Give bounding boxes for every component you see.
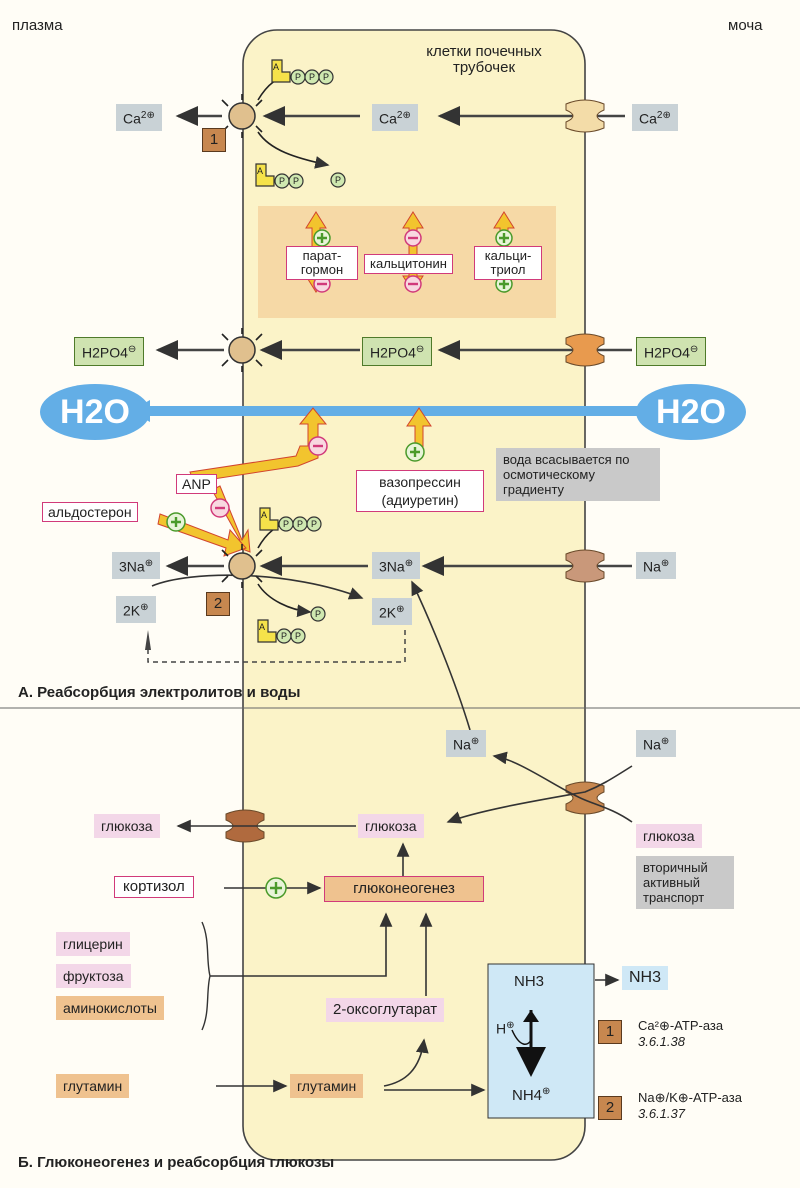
gluconeogenesis-box: глюконеогенез <box>324 876 484 902</box>
section-a-title: А. Реабсорбция электролитов и воды <box>18 684 301 701</box>
phosphate-cell: H2PO4⊖ <box>362 337 433 366</box>
section-b-title: Б. Глюконеогенез и реабсорбция глюкозы <box>18 1154 335 1171</box>
plasma-label: плазма <box>12 17 63 34</box>
adp-arrow-2 <box>257 583 312 618</box>
svg-text:P: P <box>323 72 329 82</box>
svg-text:P: P <box>335 175 341 185</box>
na-urine-b: Na⊕ <box>636 730 677 757</box>
proton: H⊕ <box>496 1020 515 1037</box>
water-urine: H2O <box>636 384 746 440</box>
calcitonin-label: кальцитонин <box>364 254 453 274</box>
glutamine-plasma: глутамин <box>56 1074 130 1098</box>
glucose-plasma: глюкоза <box>94 814 160 838</box>
glutamine-cell: глутамин <box>290 1074 364 1098</box>
na-plasma: 3Na⊕ <box>112 552 161 579</box>
svg-text:P: P <box>283 519 289 529</box>
cortisol-label: кортизол <box>114 876 194 898</box>
atp-glyphs <box>255 59 346 644</box>
legend-item-2: Na⊕/K⊕-ATP-аза 3.6.1.37 <box>638 1090 742 1121</box>
nh4-in-cell: NH4⊕ <box>512 1086 551 1104</box>
ca-cell: Ca2⊕ <box>372 104 418 131</box>
secondary-transport-note: вторичный активный транспорт <box>636 856 734 909</box>
svg-text:P: P <box>315 609 321 619</box>
ca-urine: Ca2⊕ <box>632 104 678 131</box>
water-plasma: H2O <box>40 384 150 440</box>
svg-text:A: A <box>261 510 267 520</box>
water-note: вода всасывается по осмотическому градие… <box>496 448 660 501</box>
vasopressin-label: вазопрессин (адиуретин) <box>356 470 484 512</box>
svg-text:A: A <box>273 62 279 72</box>
legend-marker-2: 2 <box>598 1096 622 1120</box>
legend-item-1: Ca²⊕-ATP-аза 3.6.1.38 <box>638 1018 724 1049</box>
aldosterone-label: альдостерон <box>42 502 138 522</box>
na-uptake <box>492 751 633 823</box>
parathormone-label: парат-гормон <box>286 246 358 280</box>
nh3-in-cell: NH3 <box>514 973 545 990</box>
pump-2 <box>228 552 256 580</box>
glutamine-to-oxo <box>383 1038 429 1087</box>
urine-label: моча <box>728 17 763 34</box>
enzyme-1-marker: 1 <box>202 128 226 152</box>
svg-text:P: P <box>281 631 287 641</box>
svg-text:A: A <box>259 622 265 632</box>
na-cell-b: Na⊕ <box>446 730 487 757</box>
brace <box>201 921 211 1031</box>
oxoglutarate: 2-оксоглутарат <box>326 998 445 1022</box>
svg-text:P: P <box>293 176 299 186</box>
svg-text:P: P <box>295 631 301 641</box>
k-plasma: 2K⊕ <box>116 596 156 623</box>
water-flow-band <box>140 406 660 416</box>
na-cell: 3Na⊕ <box>372 552 421 579</box>
channels <box>225 99 605 843</box>
svg-text:P: P <box>279 176 285 186</box>
enzyme-2-marker: 2 <box>206 592 230 616</box>
na-to-cell-curve <box>411 580 471 731</box>
nh3-urine: NH3 <box>622 966 669 990</box>
glycerol: глицерин <box>56 932 130 956</box>
phosphate-plasma: H2PO4⊖ <box>74 337 145 366</box>
anp-label: ANP <box>176 474 217 494</box>
svg-text:P: P <box>295 72 301 82</box>
precursors-arrow <box>210 912 393 977</box>
na-urine: Na⊕ <box>636 552 677 579</box>
legend-marker-1: 1 <box>598 1020 622 1044</box>
svg-text:P: P <box>297 519 303 529</box>
phosphate-urine: H2PO4⊖ <box>636 337 707 366</box>
k-leak-dashed <box>147 630 406 663</box>
calcitriol-label: кальци-триол <box>474 246 542 280</box>
sign-marks <box>171 233 509 894</box>
amino-acids: аминокислоты <box>56 996 164 1020</box>
ca-plasma: Ca2⊕ <box>116 104 162 131</box>
glucose-urine: глюкоза <box>636 824 702 848</box>
pump-h2po4 <box>228 336 256 364</box>
k-cell: 2K⊕ <box>372 598 412 625</box>
k-leak-head <box>145 630 151 650</box>
svg-text:P: P <box>311 519 317 529</box>
svg-text:A: A <box>257 166 263 176</box>
adp-arrow-1 <box>257 131 330 169</box>
pump-1 <box>228 102 256 130</box>
ammonia-box <box>487 963 595 1119</box>
fructose: фруктоза <box>56 964 131 988</box>
cell-label: клетки почечных трубочек <box>426 43 542 76</box>
svg-text:P: P <box>309 72 315 82</box>
glucose-cell: глюкоза <box>358 814 424 838</box>
